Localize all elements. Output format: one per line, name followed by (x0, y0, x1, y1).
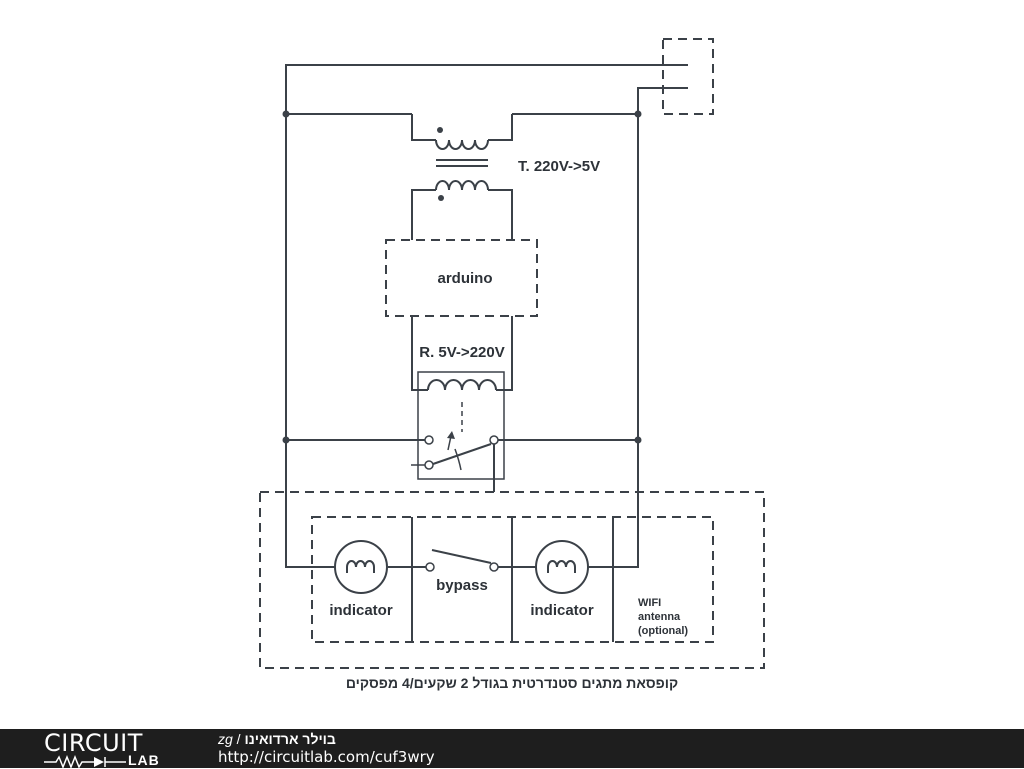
switch-box-caption: קופסאת מתגים סטנדרטית בגודל 2 שקעים/4 מפ… (346, 675, 678, 691)
title-separator: / (232, 731, 245, 747)
junction-dot (282, 436, 290, 444)
logo-lab-text: LAB (128, 752, 160, 768)
bypass-switch-symbol (425, 549, 499, 572)
footer-bar: CIRCUIT LAB zg / בוילר ארדואינו http://c… (0, 729, 1024, 769)
arduino-box (385, 239, 538, 317)
circuit-meta: zg / בוילר ארדואינו http://circuitlab.co… (218, 731, 435, 766)
wifi-optional-label: (optional) (638, 625, 688, 637)
indicator-lamp-left (334, 540, 388, 594)
supply-wires (285, 64, 663, 568)
wifi-antenna-label: antenna (638, 611, 681, 623)
junction-dot (634, 436, 642, 444)
logo-wordmark: CIRCUIT (44, 729, 143, 757)
panel-wiring (312, 444, 613, 568)
power-outlet-symbol (662, 38, 714, 115)
junction-dots (282, 110, 642, 444)
transformer-symbol (411, 114, 513, 240)
transformer-label: T. 220V->5V (518, 158, 600, 175)
circuit-title: בוילר ארדואינו (244, 731, 336, 747)
indicator-lamp-right (535, 540, 589, 594)
wifi-label: WIFI (638, 597, 661, 609)
indicator-left-label: indicator (329, 602, 393, 619)
circuitlab-logo[interactable]: CIRCUIT LAB (44, 729, 174, 769)
arduino-label: arduino (438, 270, 493, 287)
circuit-url-link[interactable]: http://circuitlab.com/cuf3wry (218, 748, 435, 766)
relay-symbol (411, 316, 513, 480)
panel-dividers (411, 517, 614, 642)
junction-dot (634, 110, 642, 118)
relay-label: R. 5V->220V (419, 344, 504, 361)
indicator-right-label: indicator (530, 602, 594, 619)
switch-box-outline (259, 491, 765, 669)
circuit-title-line: zg / בוילר ארדואינו (218, 731, 435, 748)
circuit-schematic: T. 220V->5V arduino R. 5V->220V (259, 38, 765, 691)
junction-dot (282, 110, 290, 118)
author-name[interactable]: zg (218, 731, 233, 747)
resistor-diode-icon (44, 755, 126, 769)
bypass-label: bypass (436, 577, 488, 594)
